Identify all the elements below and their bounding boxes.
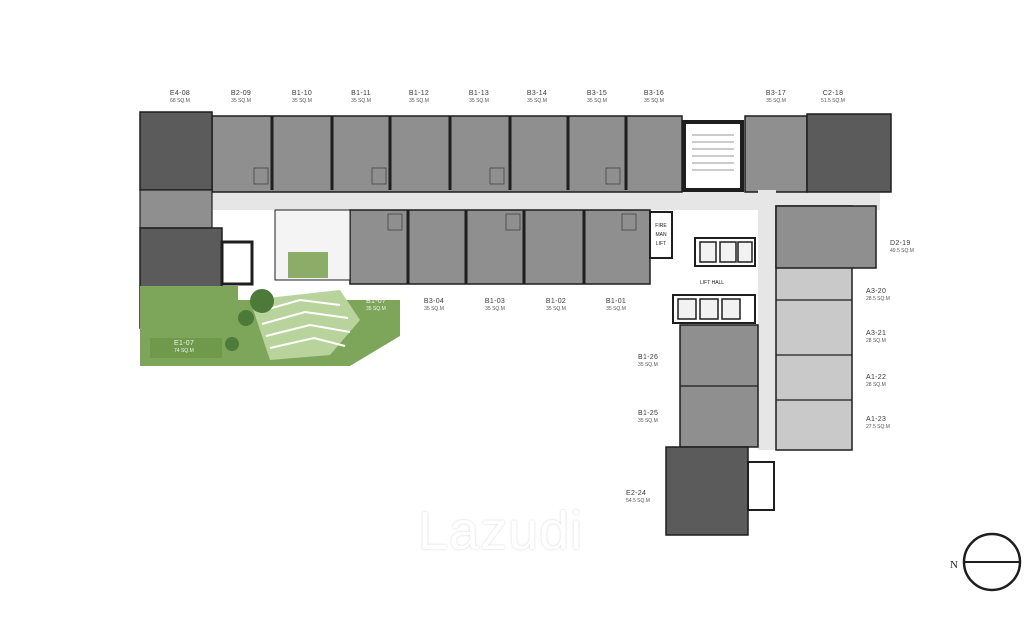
corridor-main [140,190,880,210]
compass-north-label: N [950,559,958,571]
unit-e2-24 [665,446,749,536]
tree-3 [225,337,239,351]
fireman-lift-label: FIRE MAN LIFT [655,223,667,247]
watermark: Lazudi [418,501,584,561]
unit-d2-19 [775,205,877,269]
corridor-vertical [758,190,776,450]
inner-unit-row [349,209,651,285]
lift-hall-label: LIFT HALL [700,280,725,286]
fireman-lift [649,211,673,259]
stair-core-lower [747,461,775,511]
tree-2 [238,310,254,326]
tree-1 [250,289,274,313]
top-unit-row-right [744,115,808,193]
unit-e1-07 [150,338,222,358]
stair-core-left [220,240,254,286]
unit-c2-18 [806,113,892,193]
amenity-lawn [288,252,328,278]
top-unit-row [211,115,683,193]
unit-e4-08 [139,111,213,191]
unit-left-a [139,189,213,229]
